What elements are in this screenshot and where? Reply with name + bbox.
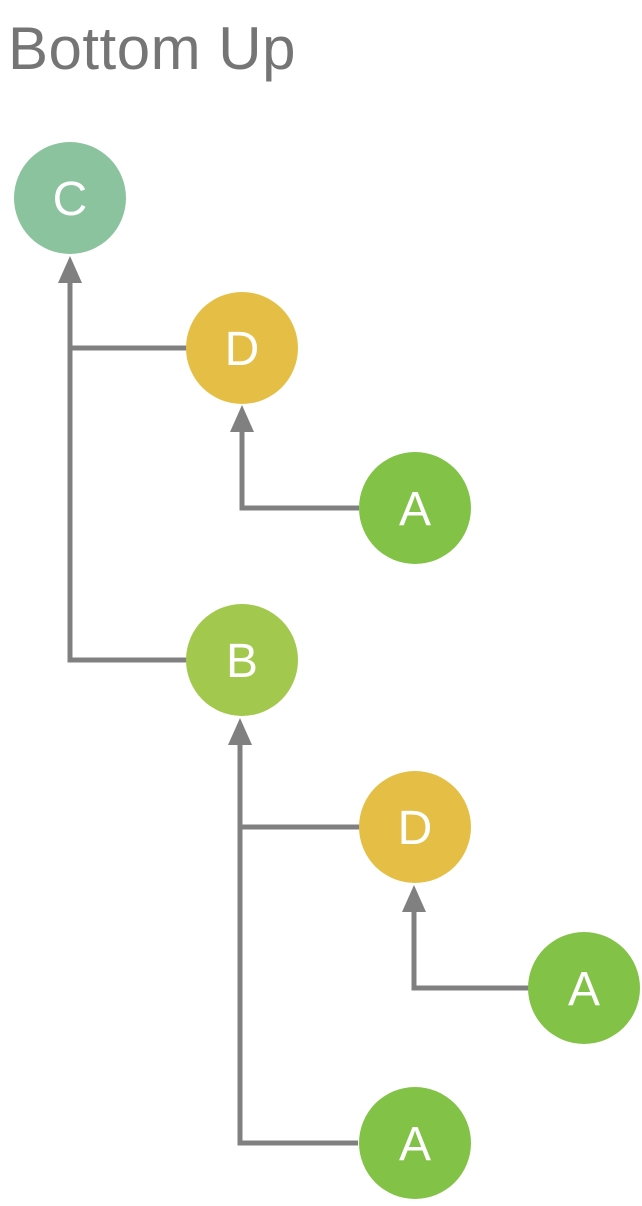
node-d1-label: D [225,323,260,376]
node-a2-label: A [568,963,600,1016]
node-b-circle [186,604,298,716]
node-c-circle [14,142,126,254]
arrowhead-into-c-icon [58,256,82,283]
node-a3-circle [359,1087,471,1199]
edge-a1-to-d1-line [239,428,359,511]
arrowhead-into-d1-icon [230,405,254,432]
arrowhead-into-d2-icon [402,885,426,912]
node-a1-circle [359,452,471,564]
edge-a2-to-d2-line [411,907,532,991]
node-b-label: B [226,635,258,688]
edge-a3-to-b-line [237,741,358,1146]
node-a1-label: A [399,483,431,536]
page-title: Bottom Up [8,15,296,82]
arrowhead-into-b-icon [228,718,252,745]
node-a3-label: A [399,1118,431,1171]
node-d1-circle [186,292,298,404]
node-c-label: C [53,173,88,226]
node-d2-circle [359,771,471,883]
node-a2-circle [528,932,640,1044]
edge-b-to-c-line [67,279,188,663]
node-d2-label: D [398,802,433,855]
